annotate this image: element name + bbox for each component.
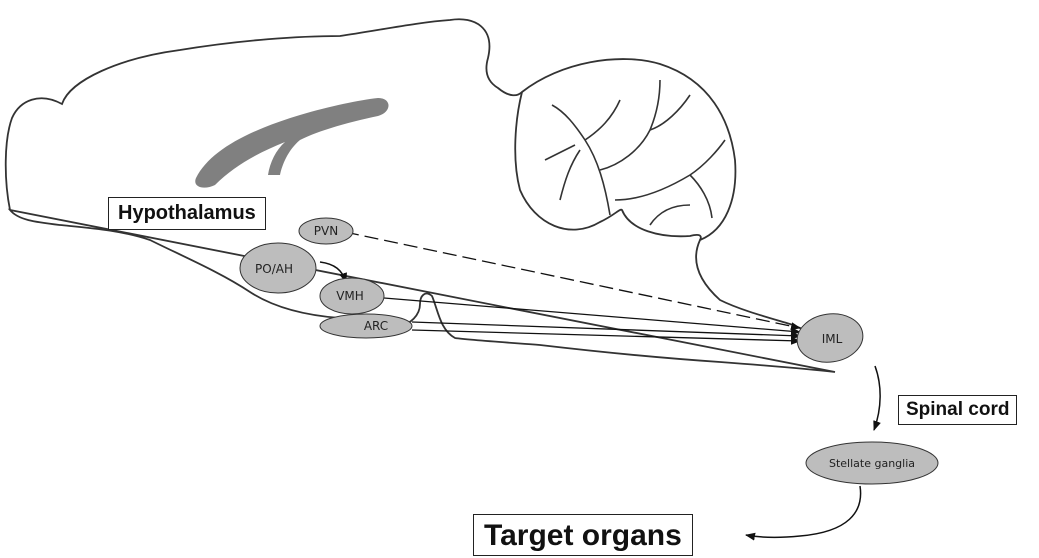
node-poah-label: PO/AH: [255, 262, 293, 276]
spinal-cord-label: Spinal cord: [898, 395, 1017, 425]
node-vmh-label: VMH: [336, 289, 364, 303]
node-stellate-label: Stellate ganglia: [829, 457, 915, 470]
node-pvn: PVN: [299, 218, 353, 244]
node-arc-label: ARC: [364, 319, 388, 333]
brain-outline: [6, 19, 835, 372]
node-arc: ARC: [320, 314, 412, 338]
node-poah: PO/AH: [240, 243, 316, 293]
iml-stellate-arrow: [874, 366, 880, 430]
arc-iml-arrow-1: [412, 322, 800, 336]
node-iml: IML: [794, 310, 866, 367]
stellate-target-arrow: [746, 486, 861, 537]
ventricle-shape: [195, 98, 388, 188]
node-iml-label: IML: [822, 332, 843, 346]
hypothalamus-label: Hypothalamus: [108, 197, 266, 230]
target-organs-label: Target organs: [473, 514, 693, 556]
node-vmh: VMH: [320, 278, 384, 314]
node-pvn-label: PVN: [314, 224, 338, 238]
node-stellate-ganglia: Stellate ganglia: [806, 442, 938, 484]
cerebellum-folia: [545, 80, 725, 225]
